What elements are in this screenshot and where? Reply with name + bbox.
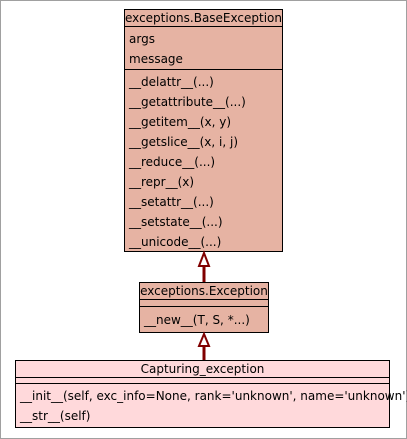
methods-section: __init__(self, exc_info=None, rank='unkn… (16, 384, 407, 426)
attribute: message (129, 52, 183, 66)
method: __repr__(x) (129, 175, 195, 189)
method: __setattr__(...) (129, 195, 214, 209)
method: __reduce__(...) (129, 155, 216, 169)
method: __delattr__(...) (129, 75, 214, 89)
method: __getattribute__(...) (129, 95, 246, 109)
attribute: args (129, 32, 155, 46)
method: __new__(T, S, *...) (144, 313, 250, 327)
method: __getitem__(x, y) (129, 115, 232, 129)
class-name: exceptions.BaseException (125, 11, 282, 27)
attributes-section: args message (125, 27, 282, 70)
class-box-capturing-exception: Capturing_exception __init__(self, exc_i… (15, 360, 407, 428)
method: __str__(self) (20, 409, 91, 423)
class-name: exceptions.Exception (140, 284, 268, 300)
class-box-base-exception: exceptions.BaseException args message __… (124, 9, 283, 252)
attributes-section (140, 300, 268, 307)
methods-section: __new__(T, S, *...) (140, 307, 268, 330)
method: __unicode__(...) (129, 235, 222, 249)
method: __setstate__(...) (129, 215, 223, 229)
method: __getslice__(x, i, j) (129, 135, 238, 149)
class-name: Capturing_exception (16, 361, 389, 378)
class-box-exception: exceptions.Exception __new__(T, S, *...) (139, 282, 269, 333)
attributes-section (16, 378, 389, 384)
method: __init__(self, exc_info=None, rank='unkn… (20, 389, 407, 403)
methods-section: __delattr__(...) __getattribute__(...) _… (125, 70, 282, 252)
